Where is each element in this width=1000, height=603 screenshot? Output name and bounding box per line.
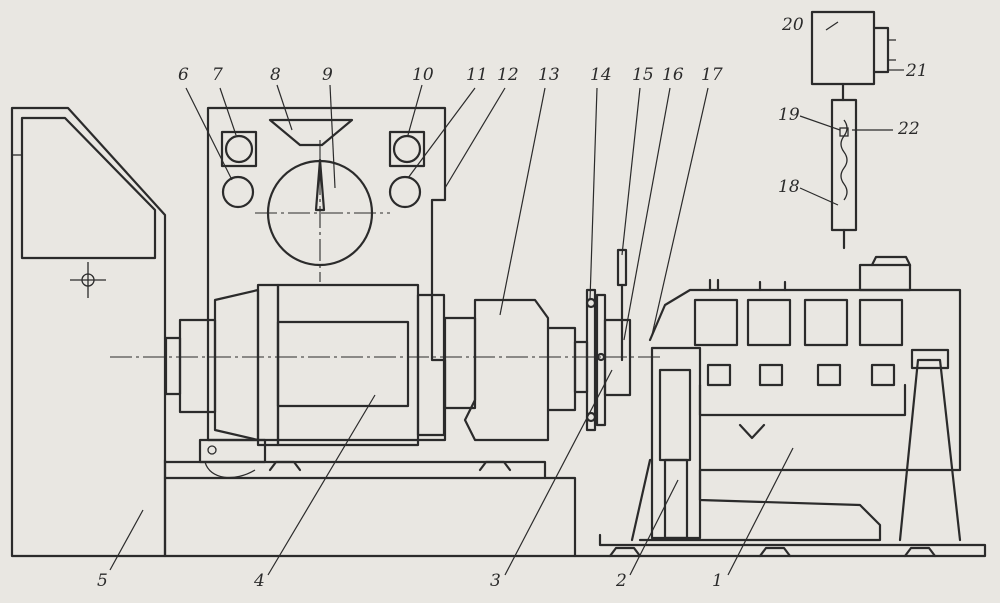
control-console <box>10 106 167 558</box>
callout-11: 11 <box>466 65 488 85</box>
callout-2: 2 <box>615 571 627 591</box>
callout-8: 8 <box>270 65 281 85</box>
rear-support <box>898 348 962 542</box>
instrument-panel <box>206 106 447 442</box>
callout-4: 4 <box>253 571 265 591</box>
callout-16: 16 <box>662 65 684 85</box>
callout-17: 17 <box>701 65 723 85</box>
callout-1: 1 <box>712 571 723 591</box>
callout-20: 20 <box>781 15 804 35</box>
callout-7: 7 <box>212 65 223 85</box>
dynamometer <box>164 283 446 479</box>
sensor-unit <box>810 10 896 250</box>
callout-19: 19 <box>778 105 800 125</box>
callout-10: 10 <box>412 65 434 85</box>
callout-21: 21 <box>905 61 928 81</box>
gearbox <box>443 298 589 442</box>
callout-9: 9 <box>322 65 333 85</box>
callout-13: 13 <box>538 65 560 85</box>
callout-5: 5 <box>97 571 108 591</box>
callout-22: 22 <box>897 119 920 139</box>
callout-14: 14 <box>590 65 612 85</box>
callout-labels: 1 2 3 4 5 6 7 8 9 10 11 12 13 14 15 16 1… <box>97 15 928 591</box>
callout-15: 15 <box>632 65 654 85</box>
flywheel-assembly <box>585 248 632 432</box>
front-support <box>630 346 702 542</box>
callout-18: 18 <box>778 177 800 197</box>
callout-6: 6 <box>178 65 189 85</box>
leader-lines <box>109 21 904 576</box>
callout-12: 12 <box>497 65 519 85</box>
callout-3: 3 <box>490 571 501 591</box>
